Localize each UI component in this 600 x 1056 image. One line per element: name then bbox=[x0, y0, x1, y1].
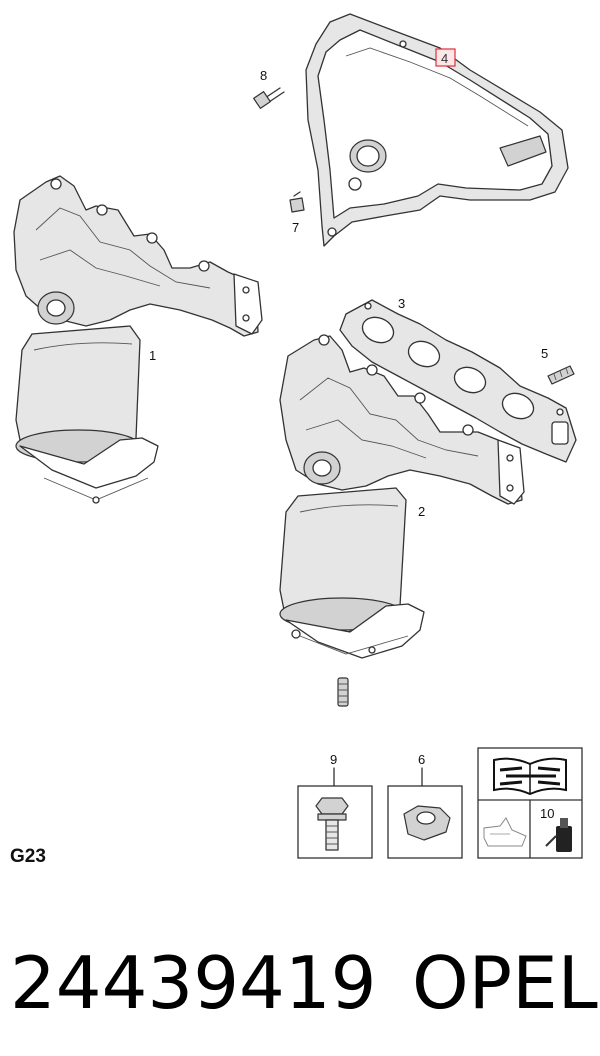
exhaust-manifold-catalyst-part-1[interactable] bbox=[13, 175, 263, 504]
part-number: 24439419 bbox=[10, 941, 377, 1025]
stud-loose[interactable] bbox=[337, 677, 349, 707]
callout-1: 1 bbox=[149, 348, 156, 363]
callout-6: 6 bbox=[418, 752, 425, 767]
callout-5: 5 bbox=[541, 346, 548, 361]
stud-part-5[interactable] bbox=[547, 365, 575, 385]
brand-name: OPEL bbox=[412, 941, 598, 1025]
manifold-gasket-part-3[interactable] bbox=[339, 299, 577, 463]
heat-shield-part-4[interactable] bbox=[305, 13, 569, 247]
clip-part-7[interactable] bbox=[289, 191, 305, 213]
exploded-parts-diagram: 8 7 1 3 5 2 4 9 6 bbox=[13, 13, 583, 859]
callout-4-highlight[interactable]: 4 bbox=[435, 48, 456, 67]
service-info-box[interactable]: 10 bbox=[477, 747, 583, 859]
section-code: G23 bbox=[10, 846, 46, 867]
nut-box-part-6[interactable] bbox=[387, 785, 463, 859]
bolt-part-8[interactable] bbox=[253, 87, 285, 109]
callout-9: 9 bbox=[330, 752, 337, 767]
bolt-box-part-9[interactable] bbox=[297, 785, 373, 859]
open-book-wrench-icon bbox=[493, 757, 567, 796]
callout-2: 2 bbox=[418, 504, 425, 519]
footer: 24439419 OPEL bbox=[0, 918, 600, 1048]
exhaust-manifold-catalyst-part-2[interactable] bbox=[279, 334, 525, 659]
torque-tool-icon bbox=[545, 818, 572, 852]
callout-3: 3 bbox=[398, 296, 405, 311]
oil-can-icon bbox=[483, 817, 527, 847]
callout-8: 8 bbox=[260, 68, 267, 83]
callout-7: 7 bbox=[292, 220, 299, 235]
callout-10: 10 bbox=[540, 806, 554, 821]
callout-4: 4 bbox=[441, 51, 448, 66]
